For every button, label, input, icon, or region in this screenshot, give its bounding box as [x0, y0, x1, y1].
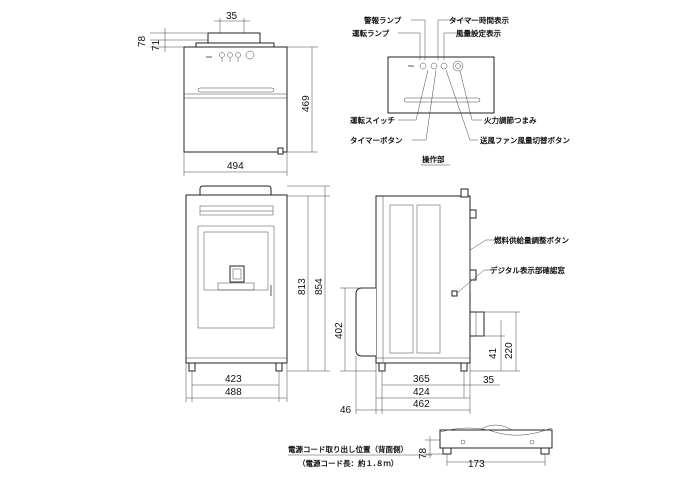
fuel-button-marker	[451, 290, 458, 297]
front-burner	[229, 265, 245, 283]
top-view: 35 78 71 469 494	[137, 11, 318, 176]
dim-side-35: 35	[483, 375, 495, 386]
label-warning-lamp: 警報ランプ	[364, 15, 402, 25]
dim-bottom-78: 78	[418, 447, 429, 459]
side-foot-back	[460, 362, 468, 372]
dim-front-423: 423	[225, 374, 242, 385]
side-exhaust-pipe	[469, 311, 485, 337]
dim-top-35: 35	[226, 11, 238, 22]
dim-front-813: 813	[297, 278, 308, 295]
dim-side-220: 220	[504, 342, 515, 359]
dim-top-494: 494	[227, 161, 244, 172]
front-door	[197, 225, 275, 329]
side-view: 燃料供給量調整ボタン デジタル表示部確認窓 402 41 220 365 424…	[334, 188, 569, 416]
label-cord-title: 電源コード取り出し位置（背面側）	[288, 444, 408, 454]
side-louvers	[389, 204, 441, 354]
label-fan-button: 送風ファン風量切替ボタン	[479, 135, 570, 145]
label-cord-length: （電源コード長：約１.８ｍ）	[298, 458, 398, 468]
dim-top-469: 469	[301, 95, 312, 112]
label-timer-display: タイマー時間表示	[449, 15, 509, 25]
front-foot-right	[275, 362, 283, 372]
label-run-lamp: 運転ランプ	[352, 28, 390, 38]
dim-bottom-173: 173	[468, 459, 485, 470]
dim-top-71: 71	[151, 39, 162, 51]
label-fuel-button: 燃料供給量調整ボタン	[494, 235, 569, 245]
dim-side-365: 365	[413, 374, 430, 385]
front-handle	[199, 185, 272, 196]
dim-front-854: 854	[314, 278, 325, 295]
front-body	[185, 194, 288, 364]
label-control-panel: 操作部	[422, 154, 445, 164]
label-digital-window: デジタル表示部確認窓	[490, 265, 565, 275]
dim-side-462: 462	[413, 399, 430, 410]
label-fan-display: 風量設定表示	[456, 28, 501, 38]
top-control-icons	[206, 50, 255, 62]
label-run-switch: 運転スイッチ	[350, 115, 395, 125]
top-body	[183, 46, 288, 153]
dim-side-41: 41	[488, 347, 499, 359]
label-timer-button: タイマーボタン	[350, 135, 403, 145]
dim-side-402: 402	[334, 322, 345, 339]
side-body	[375, 195, 471, 364]
dim-top-78: 78	[137, 35, 148, 47]
cord-position-view: 78 173 電源コード取り出し位置（背面側） （電源コード長：約１.８ｍ）	[288, 424, 553, 470]
dim-side-46: 46	[340, 405, 352, 416]
front-foot-left	[188, 362, 196, 372]
label-fire-knob: 火力調節つまみ	[484, 115, 537, 125]
side-foot-front	[378, 362, 386, 372]
side-handle	[355, 287, 376, 357]
dim-front-488: 488	[225, 387, 242, 398]
front-view: 813 854 423 488	[185, 185, 330, 402]
dim-side-424: 424	[413, 387, 430, 398]
control-panel-detail: 警報ランプ 運転ランプ タイマー時間表示 風量設定表示 火力調節つまみ 運転スイ…	[350, 15, 570, 166]
cord-view-body	[439, 429, 553, 449]
